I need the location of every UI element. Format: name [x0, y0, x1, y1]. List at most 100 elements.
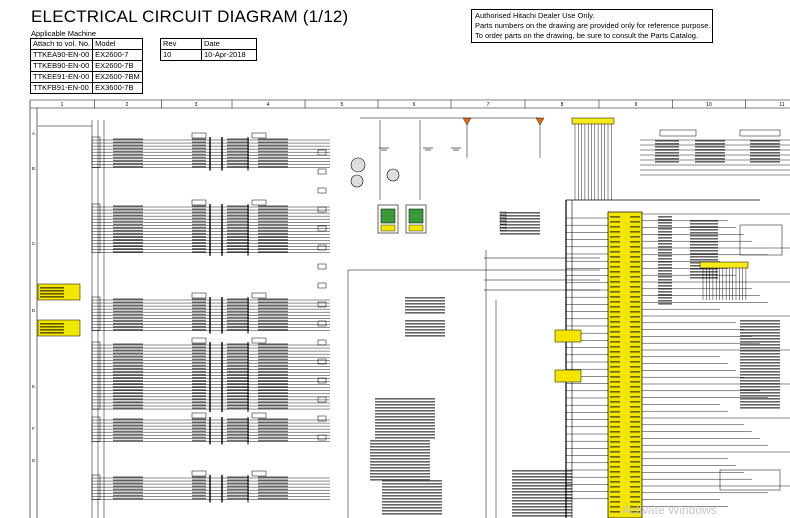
controller-pin-label — [610, 356, 620, 358]
controller-pin-label — [610, 456, 620, 458]
wire-label — [192, 373, 206, 376]
wire-label — [258, 159, 288, 162]
wire-label — [258, 476, 288, 479]
wire-label — [690, 274, 718, 276]
wire-label — [512, 470, 572, 472]
wire-label — [655, 143, 679, 145]
wire-label — [375, 407, 435, 409]
wire-label — [192, 482, 206, 485]
wire-label — [113, 343, 143, 346]
terminal-strip — [91, 296, 101, 331]
wire-label — [375, 425, 435, 427]
wire-label — [695, 152, 725, 154]
wire-label — [227, 325, 249, 328]
connector-box — [251, 292, 267, 299]
wire-label — [740, 371, 780, 373]
wire-label — [113, 479, 143, 482]
controller-pin-label — [610, 316, 620, 318]
controller-pin-label — [630, 436, 640, 438]
revision-header: Rev Date — [160, 38, 257, 50]
controller-pin-label — [610, 266, 620, 268]
wire-label — [375, 416, 435, 418]
wire-label — [227, 220, 249, 223]
controller-pin-label — [630, 261, 640, 263]
component-label — [40, 290, 64, 292]
wire-label — [113, 223, 143, 226]
wire-label — [113, 386, 143, 388]
wire-label — [227, 497, 249, 500]
wire-label — [690, 247, 718, 249]
revision-row: 10 10-Apr-2018 — [160, 49, 257, 61]
connector-box — [191, 412, 207, 419]
controller-pin-label — [630, 386, 640, 388]
notice-line: To order parts on the drawing, be sure t… — [475, 31, 699, 40]
round-component — [350, 174, 364, 188]
controller-pin-label — [630, 401, 640, 403]
wire-label — [258, 491, 288, 494]
wire-label — [750, 149, 780, 151]
wire-label — [258, 343, 288, 346]
terminal-box — [317, 320, 327, 327]
wire-label — [375, 428, 435, 430]
wire-label — [113, 398, 143, 401]
wire-label — [192, 232, 206, 235]
wire-label — [512, 482, 572, 484]
wire-label — [227, 211, 249, 214]
wire-label — [258, 364, 288, 367]
wire-label — [655, 158, 679, 160]
wire-label — [512, 512, 572, 514]
controller-pin-label — [630, 306, 640, 308]
wire-label — [113, 319, 143, 322]
wire-label — [227, 226, 249, 229]
wire-label — [227, 346, 249, 349]
wire-label — [192, 349, 206, 352]
wire-label — [690, 232, 718, 234]
wire-label — [113, 401, 143, 404]
terminal-box — [317, 339, 327, 346]
wire-label — [113, 485, 143, 488]
wire-label — [227, 217, 249, 220]
wire-label — [192, 376, 206, 379]
wire-label — [113, 208, 143, 211]
controller-pin-label — [610, 336, 620, 338]
controller-pin-label — [610, 286, 620, 288]
wire-label — [192, 352, 206, 355]
wire-label — [113, 482, 143, 485]
wire-label — [658, 291, 672, 293]
wire-label — [382, 510, 442, 512]
wire-label — [258, 162, 288, 165]
wire-label — [227, 395, 249, 398]
wire-label — [740, 365, 780, 367]
wire-label — [382, 483, 442, 485]
wire-label — [740, 323, 780, 325]
wire-label — [227, 242, 249, 244]
controller-pin-label — [610, 421, 620, 423]
controller-pin-label — [610, 461, 620, 463]
wire-label — [227, 248, 249, 250]
wire-label — [258, 479, 288, 482]
wire-label — [113, 298, 143, 301]
wire-label — [227, 322, 249, 325]
wire-label — [740, 380, 780, 382]
machine-table: Attach to vol. No. Model TTKEA90-EN-00 E… — [29, 38, 143, 94]
wire-label — [227, 407, 249, 410]
wire-label — [113, 141, 143, 144]
component-label — [40, 326, 64, 328]
wire-label — [192, 370, 206, 373]
controller-pin-label — [630, 216, 640, 218]
controller-pin-label — [630, 411, 640, 413]
wire-label — [658, 243, 672, 245]
controller-pin-label — [630, 396, 640, 398]
controller-pin-label — [630, 336, 640, 338]
wire-label — [658, 246, 672, 248]
wire-label — [258, 421, 288, 424]
wire-label — [258, 395, 288, 398]
controller-pin-label — [610, 351, 620, 353]
wire-label — [113, 395, 143, 398]
component-box — [719, 469, 781, 491]
wire-label — [740, 350, 780, 352]
wire-label — [690, 235, 718, 237]
solenoid-coil — [380, 208, 396, 224]
column-number: 4 — [267, 102, 270, 108]
